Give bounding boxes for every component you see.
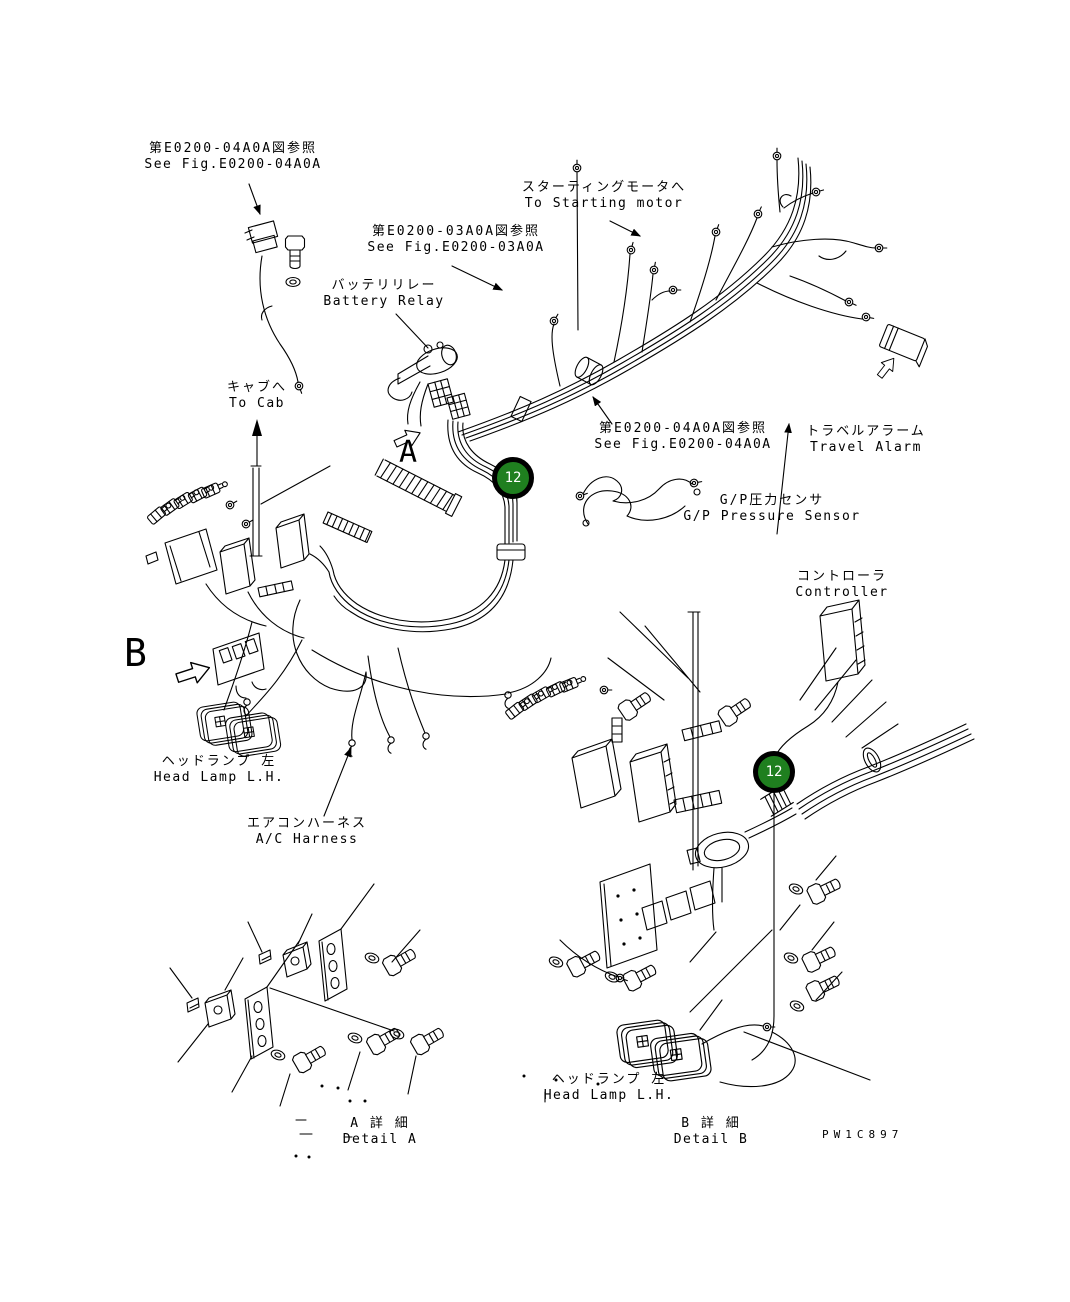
label-detail-a: A 詳 細 Detail A	[343, 1116, 418, 1148]
label-jp: 第E0200-04A0A図参照	[148, 141, 318, 156]
label-jp: G/P圧力センサ	[719, 493, 825, 508]
label-en: Battery Relay	[323, 294, 445, 309]
travel-alarm-connector	[873, 324, 929, 382]
label-jp: A 詳 細	[350, 1116, 410, 1131]
upper-connector-drawing	[244, 183, 306, 396]
drawing-code: PW1C897	[822, 1128, 904, 1141]
part-callout-12-b[interactable]: 12	[753, 751, 795, 793]
label-en: Head Lamp L.H.	[543, 1088, 675, 1103]
detail-b-source-cluster	[504, 599, 975, 1061]
label-en: To Starting motor	[524, 196, 684, 211]
battery-relay-drawing	[387, 313, 471, 427]
leader-arrows	[323, 220, 792, 817]
view-letter-b: B	[124, 631, 147, 675]
label-head-lamp-lh-left: ヘッドランプ 左 Head Lamp L.H.	[154, 754, 285, 786]
label-en: See Fig.E0200-04A0A	[594, 437, 772, 452]
detail-b-arrow	[173, 656, 214, 689]
label-battery-relay: バッテリリレー Battery Relay	[323, 278, 444, 310]
view-letter-a: A	[399, 435, 418, 470]
label-jp: スターティングモータへ	[521, 180, 687, 195]
left-harness-cluster	[145, 478, 552, 757]
label-en: G/P Pressure Sensor	[683, 509, 861, 524]
label-jp: キャブへ	[226, 380, 288, 395]
label-jp: 第E0200-04A0A図参照	[598, 421, 768, 436]
label-to-cab: キャブへ To Cab	[227, 380, 287, 412]
label-en: To Cab	[229, 396, 285, 411]
main-harness-trunk	[457, 157, 812, 442]
label-travel-alarm: トラベルアラーム Travel Alarm	[806, 424, 926, 456]
label-en: Detail B	[673, 1132, 749, 1147]
label-detail-b: B 詳 細 Detail B	[674, 1116, 749, 1148]
label-jp: トラベルアラーム	[806, 424, 926, 439]
gp-pressure-sensor-harness	[574, 476, 703, 527]
label-en: See Fig.E0200-03A0A	[367, 240, 545, 255]
label-jp: エアコンハーネス	[246, 816, 368, 831]
harness-bundle-to-cluster	[309, 419, 526, 633]
branch-wires	[548, 147, 888, 387]
controller-box	[774, 599, 866, 758]
head-lamps-left	[195, 699, 283, 759]
label-en: Travel Alarm	[810, 440, 922, 455]
label-en: A/C Harness	[255, 832, 359, 847]
head-lamps-bottom	[522, 929, 871, 1088]
label-jp: コントローラ	[796, 569, 887, 584]
label-head-lamp-lh-bottom: ヘッドランプ 左 Head Lamp L.H.	[544, 1072, 675, 1104]
corrugated-tube	[374, 458, 463, 517]
label-en: Head Lamp L.H.	[153, 770, 285, 785]
label-see-fig-e0200-04a0a-mid: 第E0200-04A0A図参照 See Fig.E0200-04A0A	[594, 421, 771, 453]
label-jp: バッテリリレー	[331, 278, 437, 293]
label-en: Controller	[795, 585, 889, 600]
label-see-fig-e0200-03a0a: 第E0200-03A0A図参照 See Fig.E0200-03A0A	[367, 224, 544, 256]
label-controller: コントローラ Controller	[795, 569, 888, 601]
label-see-fig-e0200-04a0a-top: 第E0200-04A0A図参照 See Fig.E0200-04A0A	[144, 141, 321, 173]
label-to-starting-motor: スターティングモータへ To Starting motor	[522, 180, 686, 212]
to-cab-pole	[249, 419, 331, 557]
label-en: See Fig.E0200-04A0A	[144, 157, 322, 172]
detail-a-exploded	[169, 883, 546, 1159]
label-jp: ヘッドランプ 左	[161, 754, 277, 769]
label-jp: B 詳 細	[681, 1116, 741, 1131]
label-jp: 第E0200-03A0A図参照	[371, 224, 541, 239]
label-en: Detail A	[342, 1132, 418, 1147]
label-jp: ヘッドランプ 左	[551, 1072, 667, 1087]
label-ac-harness: エアコンハーネス A/C Harness	[247, 816, 367, 848]
part-callout-12-a[interactable]: 12	[492, 457, 534, 499]
label-gp-pressure-sensor: G/P圧力センサ G/P Pressure Sensor	[683, 493, 860, 525]
